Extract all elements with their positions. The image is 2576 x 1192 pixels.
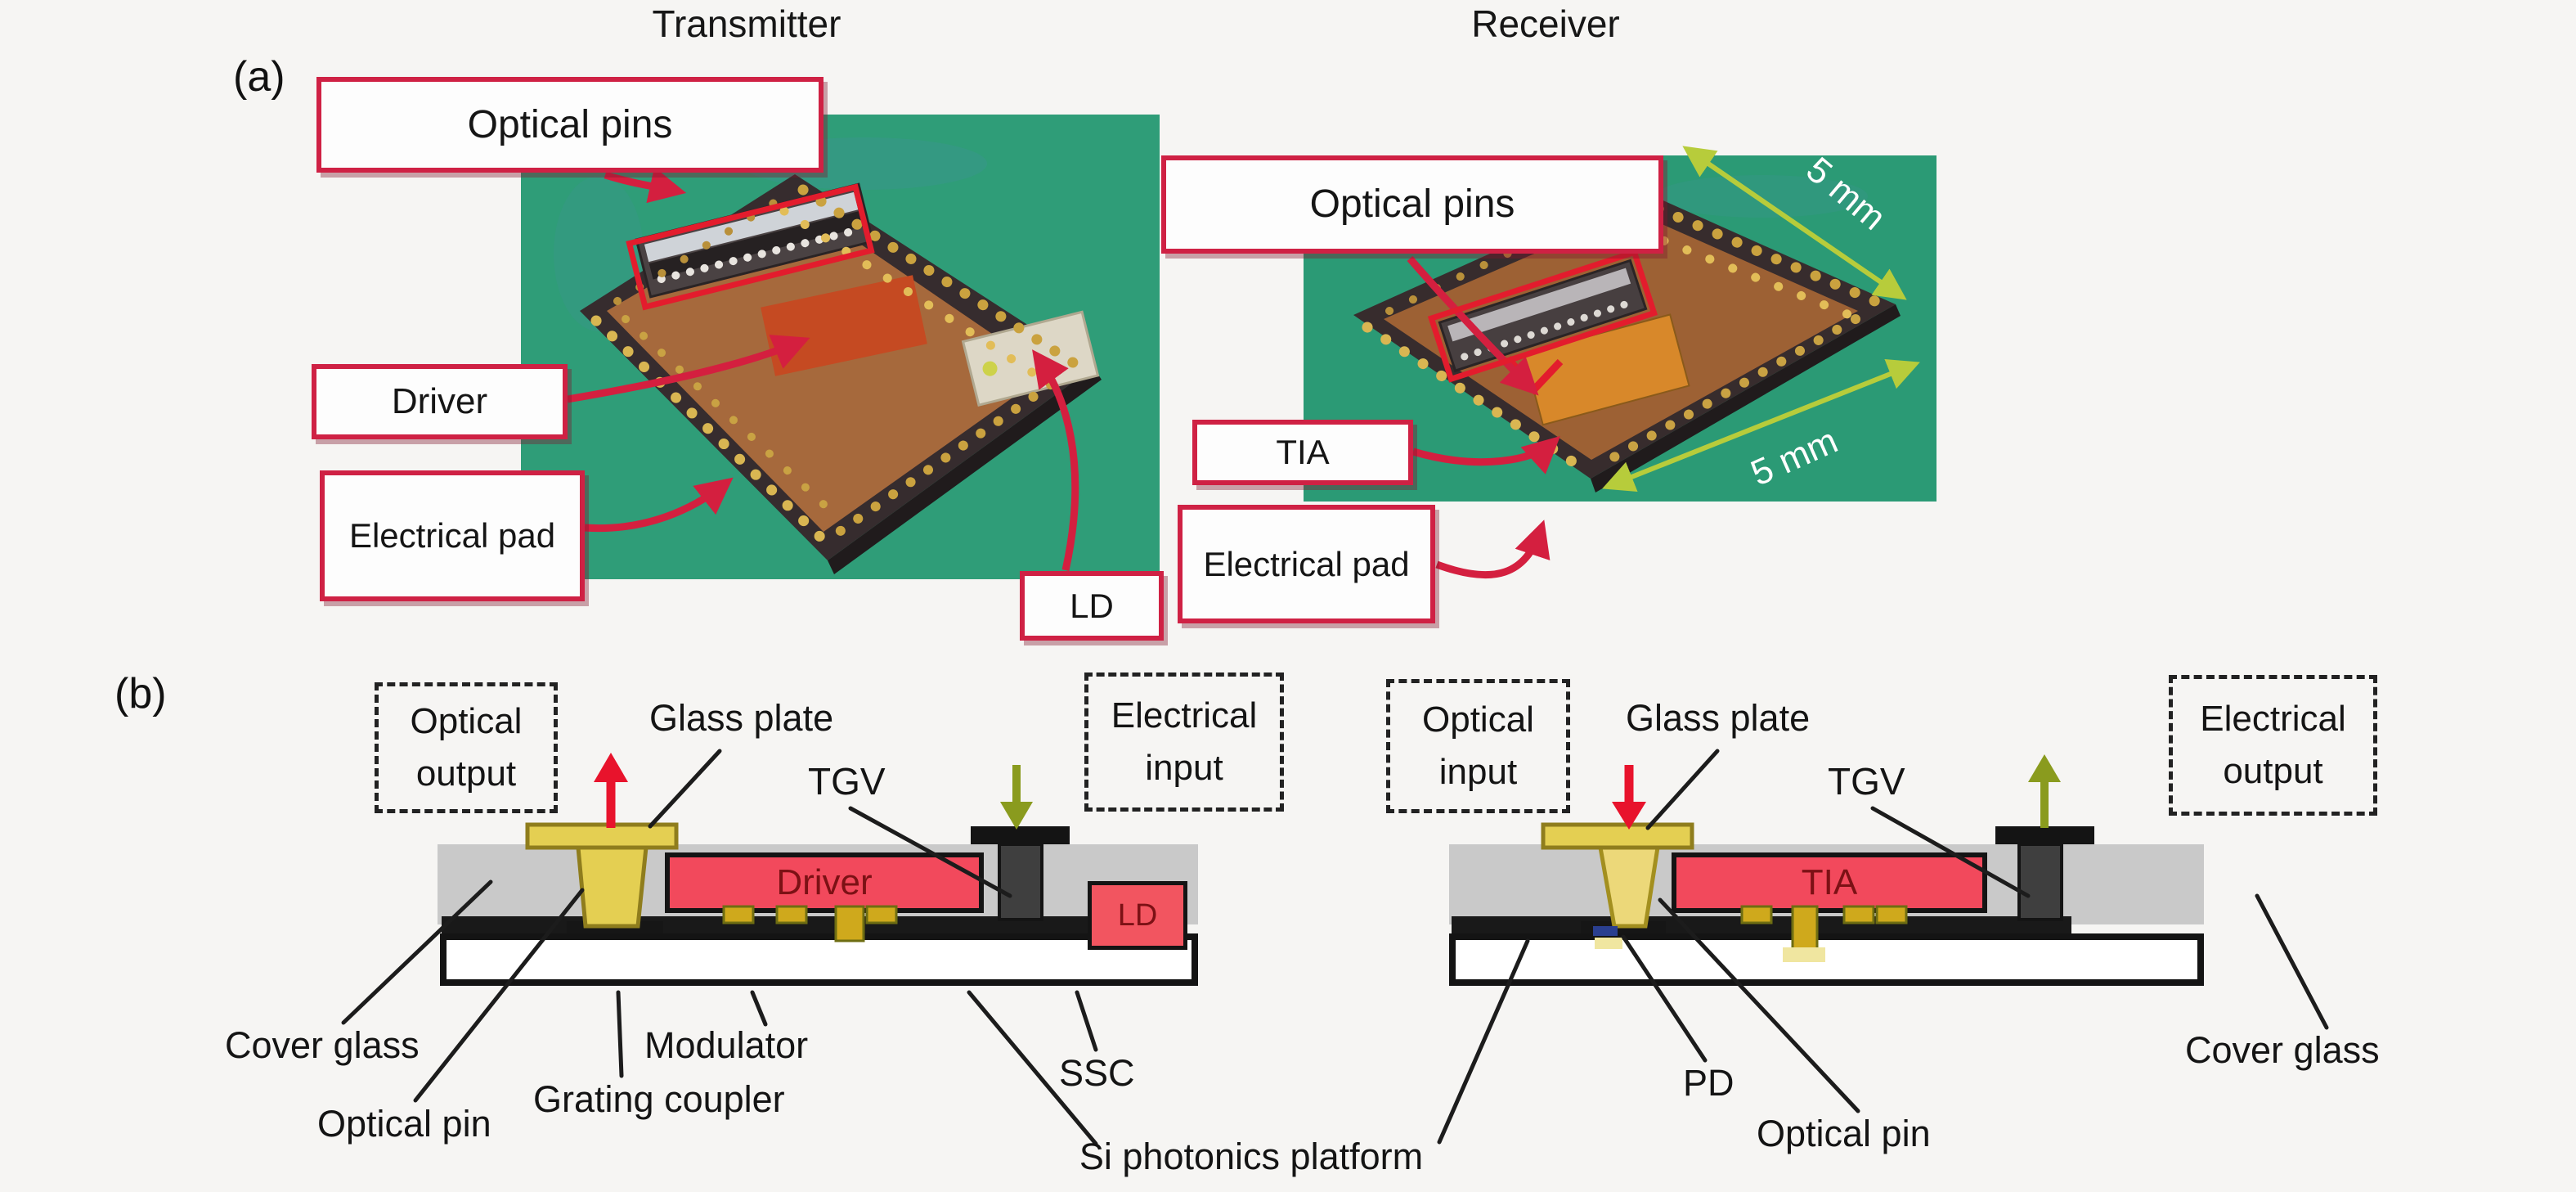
tx-ssc-leader: [1075, 990, 1098, 1052]
rx-optical-pins-text: Optical pins: [1309, 182, 1515, 227]
rx-optical-input-text: Optical input: [1422, 699, 1534, 792]
rx-tia-label: TIA: [1192, 420, 1413, 485]
rx-optical-pin-label: Optical pin: [1757, 1113, 1931, 1154]
optical-input-arrow: [1612, 765, 1646, 830]
tx-glass-plate-leader: [648, 749, 722, 829]
optical-output-arrow: [594, 753, 628, 828]
rx-electrical-pad-text: Electrical pad: [1203, 544, 1410, 583]
rx-electrical-pad-label: Electrical pad: [1178, 505, 1435, 623]
tx-driver-chip-xsec: Driver: [665, 852, 984, 913]
rx-si-platform: [1449, 933, 2204, 986]
tx-ld-chip-xsec: LD: [1088, 881, 1187, 950]
tx-package-rim: [828, 367, 1102, 574]
electrical-output-arrow: [2028, 754, 2061, 828]
transmitter-title: Transmitter: [652, 2, 841, 45]
tx-driver-chip-text: Driver: [776, 862, 873, 902]
tx-ld-chip-text: LD: [1117, 897, 1158, 933]
tx-si-platform: [440, 933, 1198, 986]
tx-driver-label: Driver: [312, 364, 568, 439]
rx-tia-chip-text: TIA: [1801, 862, 1858, 902]
tx-optical-output-text: Optical output: [410, 701, 523, 794]
panel-a-tag: (a): [233, 53, 285, 101]
rx-optical-input-box: Optical input: [1386, 679, 1570, 813]
rx-optical-pins-label: Optical pins: [1161, 155, 1663, 254]
tx-glass-plate-label: Glass plate: [649, 697, 834, 739]
rx-tia-chip-xsec: TIA: [1672, 852, 1987, 913]
rx-tia-text: TIA: [1276, 433, 1330, 472]
tx-grating-leader: [616, 990, 624, 1078]
tx-modulator-leader: [750, 990, 768, 1027]
tx-ssc-label: SSC: [1059, 1052, 1135, 1094]
tx-electrical-input-box: Electrical input: [1084, 672, 1284, 812]
si-photonics-platform-label: Si photonics platform: [1079, 1136, 1424, 1177]
tx-electrical-pad-text: Electrical pad: [348, 516, 556, 556]
tx-modulator-label: Modulator: [644, 1024, 809, 1066]
tx-ld-text: LD: [1070, 586, 1114, 625]
tx-driver-text: Driver: [391, 380, 488, 421]
rx-cover-glass-leader: [2255, 893, 2329, 1030]
tx-cover-glass-label: Cover glass: [225, 1024, 420, 1066]
rx-electrical-output-text: Electrical output: [2200, 699, 2346, 791]
rx-cover-glass-label: Cover glass: [2185, 1029, 2380, 1071]
tx-optical-pins-label: Optical pins: [316, 77, 824, 173]
rx-glass-plate-leader: [1645, 749, 1720, 830]
rx-electrical-pad-arrow: [1435, 520, 1551, 579]
tx-optical-output-box: Optical output: [375, 682, 558, 813]
tx-electrical-input-text: Electrical input: [1111, 695, 1258, 788]
tx-tgv-label: TGV: [808, 760, 886, 803]
tx-ld-label: LD: [1020, 571, 1164, 641]
transmitter-photo: [521, 115, 1160, 579]
tx-grating-coupler-label: Grating coupler: [533, 1078, 785, 1120]
tx-optical-pins-text: Optical pins: [467, 102, 673, 146]
tx-electrical-pad-label: Electrical pad: [320, 470, 585, 601]
rx-electrical-output-box: Electrical output: [2169, 675, 2377, 816]
rx-glass-plate-label: Glass plate: [1626, 697, 1811, 739]
electrical-input-arrow: [1000, 765, 1033, 830]
tx-optical-pin-label: Optical pin: [317, 1103, 491, 1145]
receiver-title: Receiver: [1471, 2, 1620, 45]
rx-tgv-label: TGV: [1828, 760, 1905, 803]
rx-pd-label: PD: [1683, 1062, 1735, 1104]
panel-b-tag: (b): [114, 670, 167, 717]
